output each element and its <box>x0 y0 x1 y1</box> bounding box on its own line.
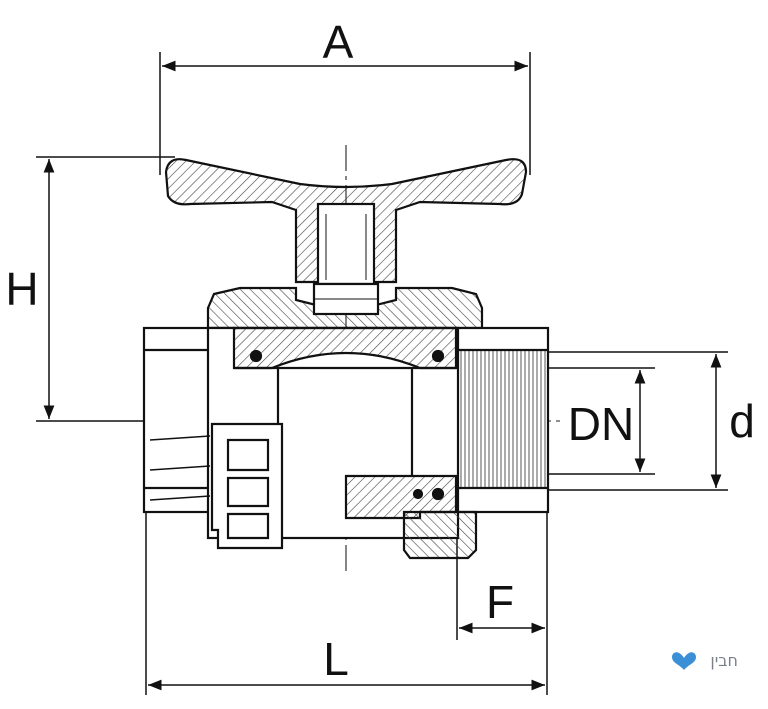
dim-label-H: H <box>5 263 38 315</box>
left-end-connector <box>149 422 284 550</box>
dim-label-F: F <box>486 576 514 628</box>
valve-handle <box>164 158 528 286</box>
dimension-labels: A H DN d F L <box>5 16 754 685</box>
heart-icon <box>672 652 696 670</box>
dim-label-DN: DN <box>568 398 634 450</box>
dim-label-L: L <box>323 633 349 685</box>
valve-body <box>142 326 550 560</box>
valve-bonnet <box>206 282 484 330</box>
dim-label-A: A <box>323 16 354 68</box>
watermark-text: חבין <box>710 651 738 670</box>
watermark: חבין <box>672 651 738 670</box>
dim-label-d: d <box>729 395 755 447</box>
